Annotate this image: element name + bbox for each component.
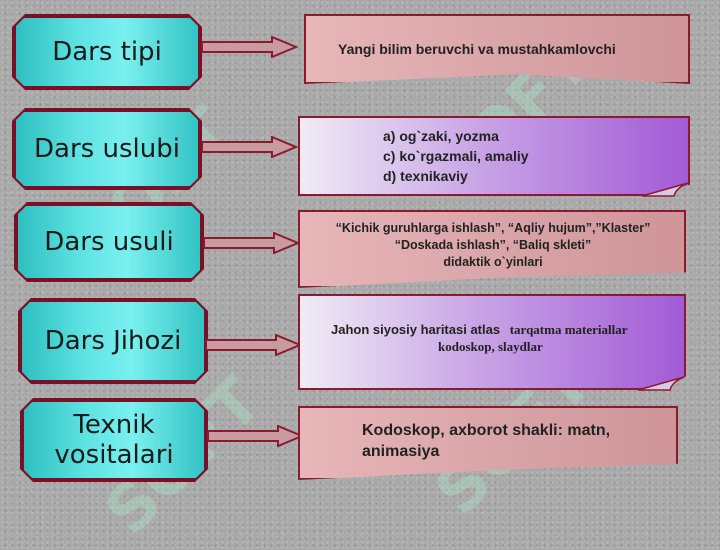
arrow-icon [205, 334, 303, 356]
label-text: Dars usuli [44, 227, 174, 257]
label-dars-jihozi: Dars Jihozi [20, 300, 206, 382]
content-text-block: Jahon siyosiy haritasi atlas tarqatma ma… [331, 320, 628, 340]
content-text-block: “Kichik guruhlarga ishlash”, “Aqliy huju… [300, 220, 686, 271]
label-text: Dars Jihozi [44, 326, 182, 356]
arrow-icon [201, 136, 299, 158]
label-text: Dars uslubi [34, 134, 180, 164]
content-text: tarqatma materiallar [509, 322, 628, 337]
list-item: c) ko`rgazmali, amaliy [383, 148, 529, 164]
content-line: didaktik o`yinlari [443, 255, 543, 269]
list-item: d) texnikaviy [383, 168, 468, 184]
content-box-dars-jihozi [298, 294, 686, 390]
content-text-block: Kodoskop, axborot shakli: matn, animasiy… [362, 420, 610, 462]
content-line: “Doskada ishlash”, “Baliq skleti” [394, 238, 592, 252]
label-dars-usuli: Dars usuli [16, 204, 202, 280]
content-text: Yangi bilim beruvchi va mustahkamlovchi [338, 41, 616, 57]
label-text: Texnik [73, 410, 155, 440]
content-line: “Kichik guruhlarga ishlash”, “Aqliy huju… [335, 221, 651, 235]
label-dars-uslubi: Dars uslubi [14, 110, 200, 188]
arrow-icon [207, 425, 305, 447]
content-text: kodoskop, slaydlar [438, 339, 543, 354]
content-box-dars-tipi [304, 14, 690, 84]
page-curl-icon [641, 182, 689, 197]
label-text: vositalari [54, 440, 174, 470]
list-item: a) og`zaki, yozma [383, 128, 499, 144]
content-line: Kodoskop, axborot shakli: matn, [362, 422, 611, 439]
content-line: animasiya [362, 443, 440, 460]
label-dars-tipi: Dars tipi [14, 16, 200, 88]
label-text: Dars tipi [52, 37, 162, 67]
content-box-dars-uslubi [298, 116, 690, 196]
content-list: a) og`zaki, yozma c) ko`rgazmali, amaliy… [383, 126, 529, 186]
arrow-icon [203, 232, 301, 254]
content-text: Jahon siyosiy haritasi atlas [331, 322, 501, 337]
label-texnik-vositalari: Texnik vositalari [22, 400, 206, 480]
page-curl-icon [637, 376, 685, 391]
arrow-icon [201, 36, 299, 58]
